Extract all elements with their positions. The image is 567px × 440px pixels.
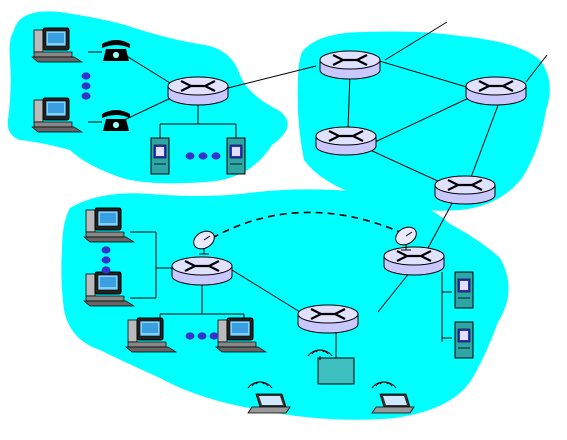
ellipsis-dot [101, 246, 111, 254]
ellipsis-dot [81, 72, 91, 80]
links [88, 21, 548, 358]
ellipsis-dot [101, 256, 111, 264]
router-core-middle [314, 125, 378, 157]
ellipsis-dot [197, 332, 207, 340]
link-phone1-router [119, 51, 176, 87]
router-core-bottom [433, 174, 497, 206]
region-residential [7, 11, 288, 184]
link-external-2 [525, 54, 548, 83]
ellipsis-dot [185, 152, 195, 160]
ellipsis-dot [211, 152, 221, 160]
link-core-inst [427, 195, 457, 249]
telephone-icon [101, 109, 131, 132]
link-res-core [227, 65, 317, 89]
router-core-top-right [464, 75, 528, 107]
server-icon [454, 271, 474, 309]
ellipsis-dot [101, 266, 111, 274]
telephone-icon [101, 39, 131, 62]
ellipsis-dot [185, 332, 195, 340]
ellipsis-dot [81, 82, 91, 90]
server-icon [150, 137, 170, 175]
ellipsis-dot [198, 152, 208, 160]
router-inst-center [296, 303, 360, 335]
ellipsis-dot [81, 92, 91, 100]
satellite-link [211, 211, 401, 239]
link-external-1 [384, 21, 448, 61]
server-icon [454, 321, 474, 359]
ellipsis-dot [209, 332, 219, 340]
router-inst-right [382, 245, 446, 277]
server-icon [226, 137, 246, 175]
router-residential-edge [166, 75, 230, 107]
wireless-access-point [317, 357, 355, 385]
router-core-top-left [318, 49, 382, 81]
router-inst-left [170, 255, 234, 287]
region-institutional [61, 189, 509, 420]
link-phone2-router [119, 95, 176, 123]
